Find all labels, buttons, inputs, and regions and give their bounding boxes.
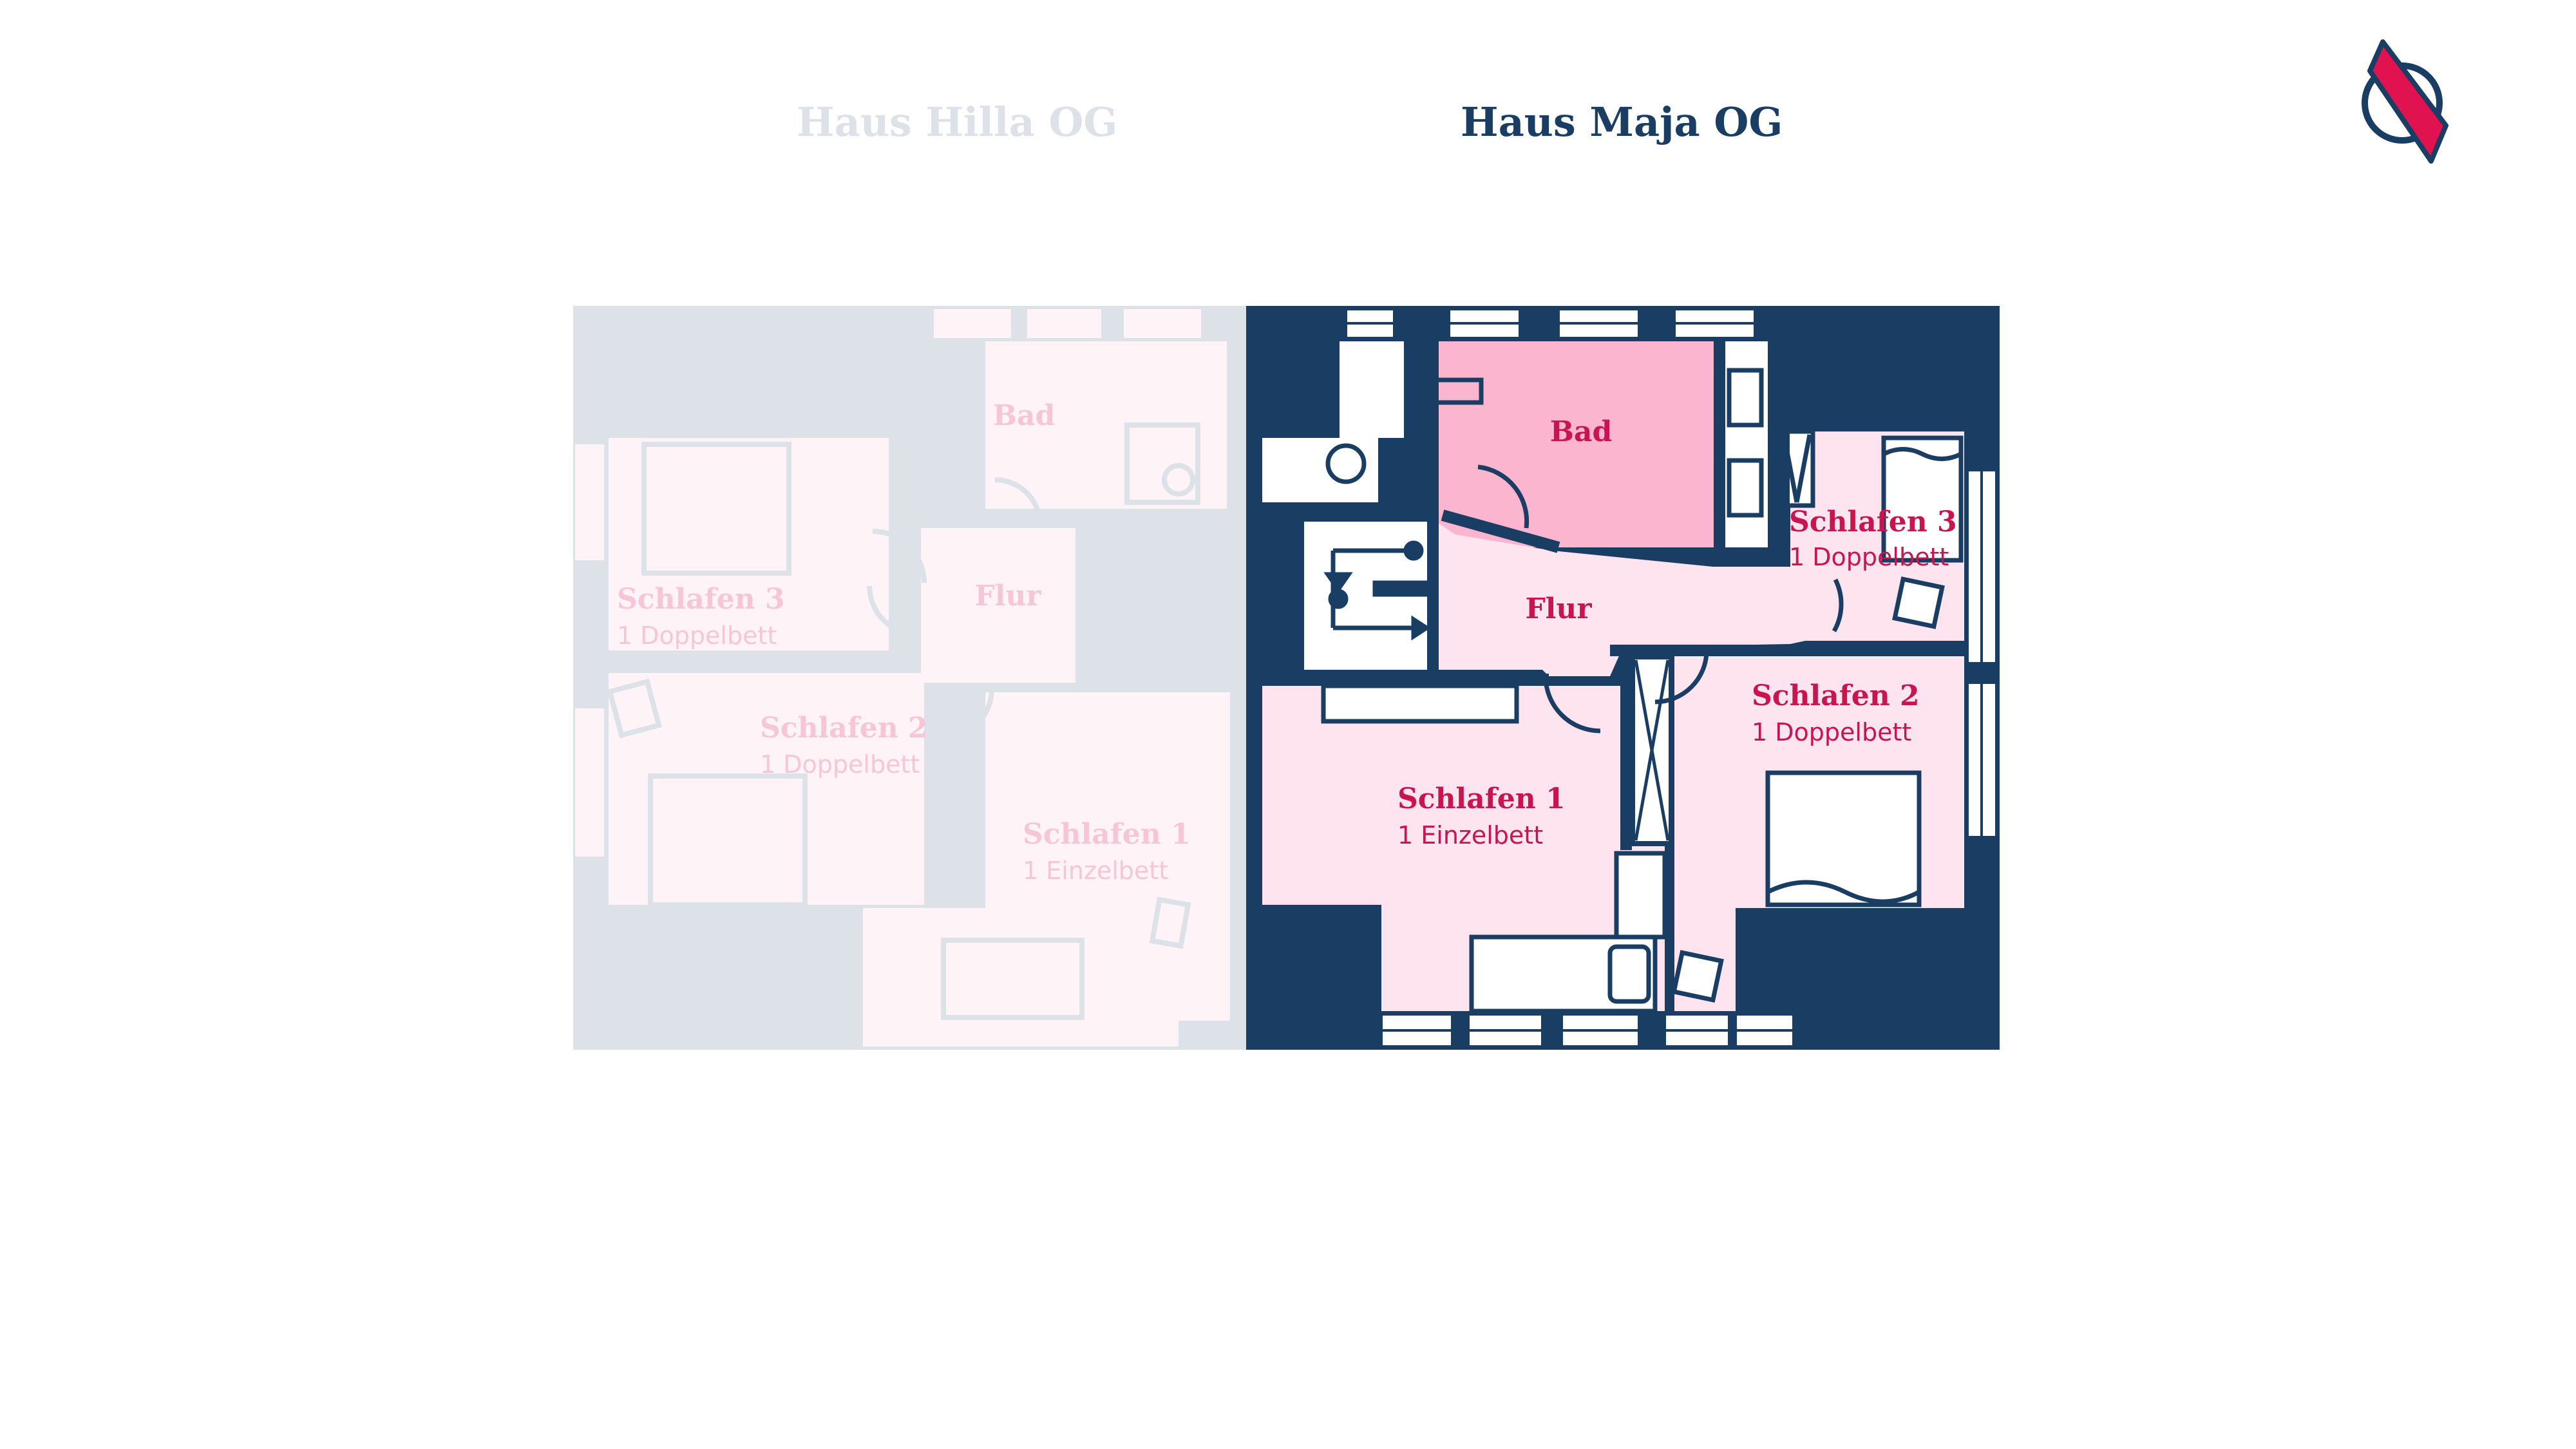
room-bad	[1436, 341, 1719, 547]
hilla-room-schlafen-3	[609, 438, 889, 650]
hilla-label-schlafen-1-beds: 1 Einzelbett	[1023, 857, 1168, 885]
hilla-label-schlafen-3-beds: 1 Doppelbett	[617, 621, 777, 650]
plan-haus-hilla: Bad Flur Schlafen 3 1 Doppelbett Schlafe…	[573, 306, 1246, 1050]
hilla-label-schlafen-2-beds: 1 Doppelbett	[760, 750, 920, 779]
label-schlafen-2: Schlafen 2	[1752, 679, 1920, 712]
label-schlafen-1: Schlafen 1	[1397, 782, 1566, 815]
room-schlafen-1	[1262, 686, 1665, 1011]
label-bad: Bad	[1550, 415, 1612, 448]
label-schlafen-3-beds: 1 Doppelbett	[1789, 543, 1949, 571]
hilla-labels: Bad Flur Schlafen 3 1 Doppelbett Schlafe…	[617, 399, 1191, 885]
tab-haus-maja-og[interactable]: Haus Maja OG	[1461, 99, 1783, 146]
label-schlafen-2-beds: 1 Doppelbett	[1752, 718, 1911, 746]
hilla-label-schlafen-1: Schlafen 1	[1023, 818, 1191, 851]
hilla-label-schlafen-3: Schlafen 3	[617, 583, 785, 616]
hilla-label-bad: Bad	[993, 399, 1055, 432]
hilla-room-schlafen-2	[609, 673, 924, 905]
tab-haus-hilla-og[interactable]: Haus Hilla OG	[797, 99, 1118, 146]
hilla-label-schlafen-2: Schlafen 2	[760, 712, 928, 744]
label-flur: Flur	[1525, 592, 1592, 625]
compass-needle-icon	[2362, 39, 2448, 164]
hilla-label-flur: Flur	[974, 580, 1041, 612]
plan-haus-maja: Bad Flur Schlafen 3 1 Doppelbett Schlafe…	[1246, 306, 2000, 1050]
label-schlafen-1-beds: 1 Einzelbett	[1397, 821, 1543, 849]
label-schlafen-3: Schlafen 3	[1789, 506, 1957, 538]
hilla-room-flur	[921, 528, 1075, 683]
maja-labels: Bad Flur Schlafen 3 1 Doppelbett Schlafe…	[1397, 415, 1957, 849]
